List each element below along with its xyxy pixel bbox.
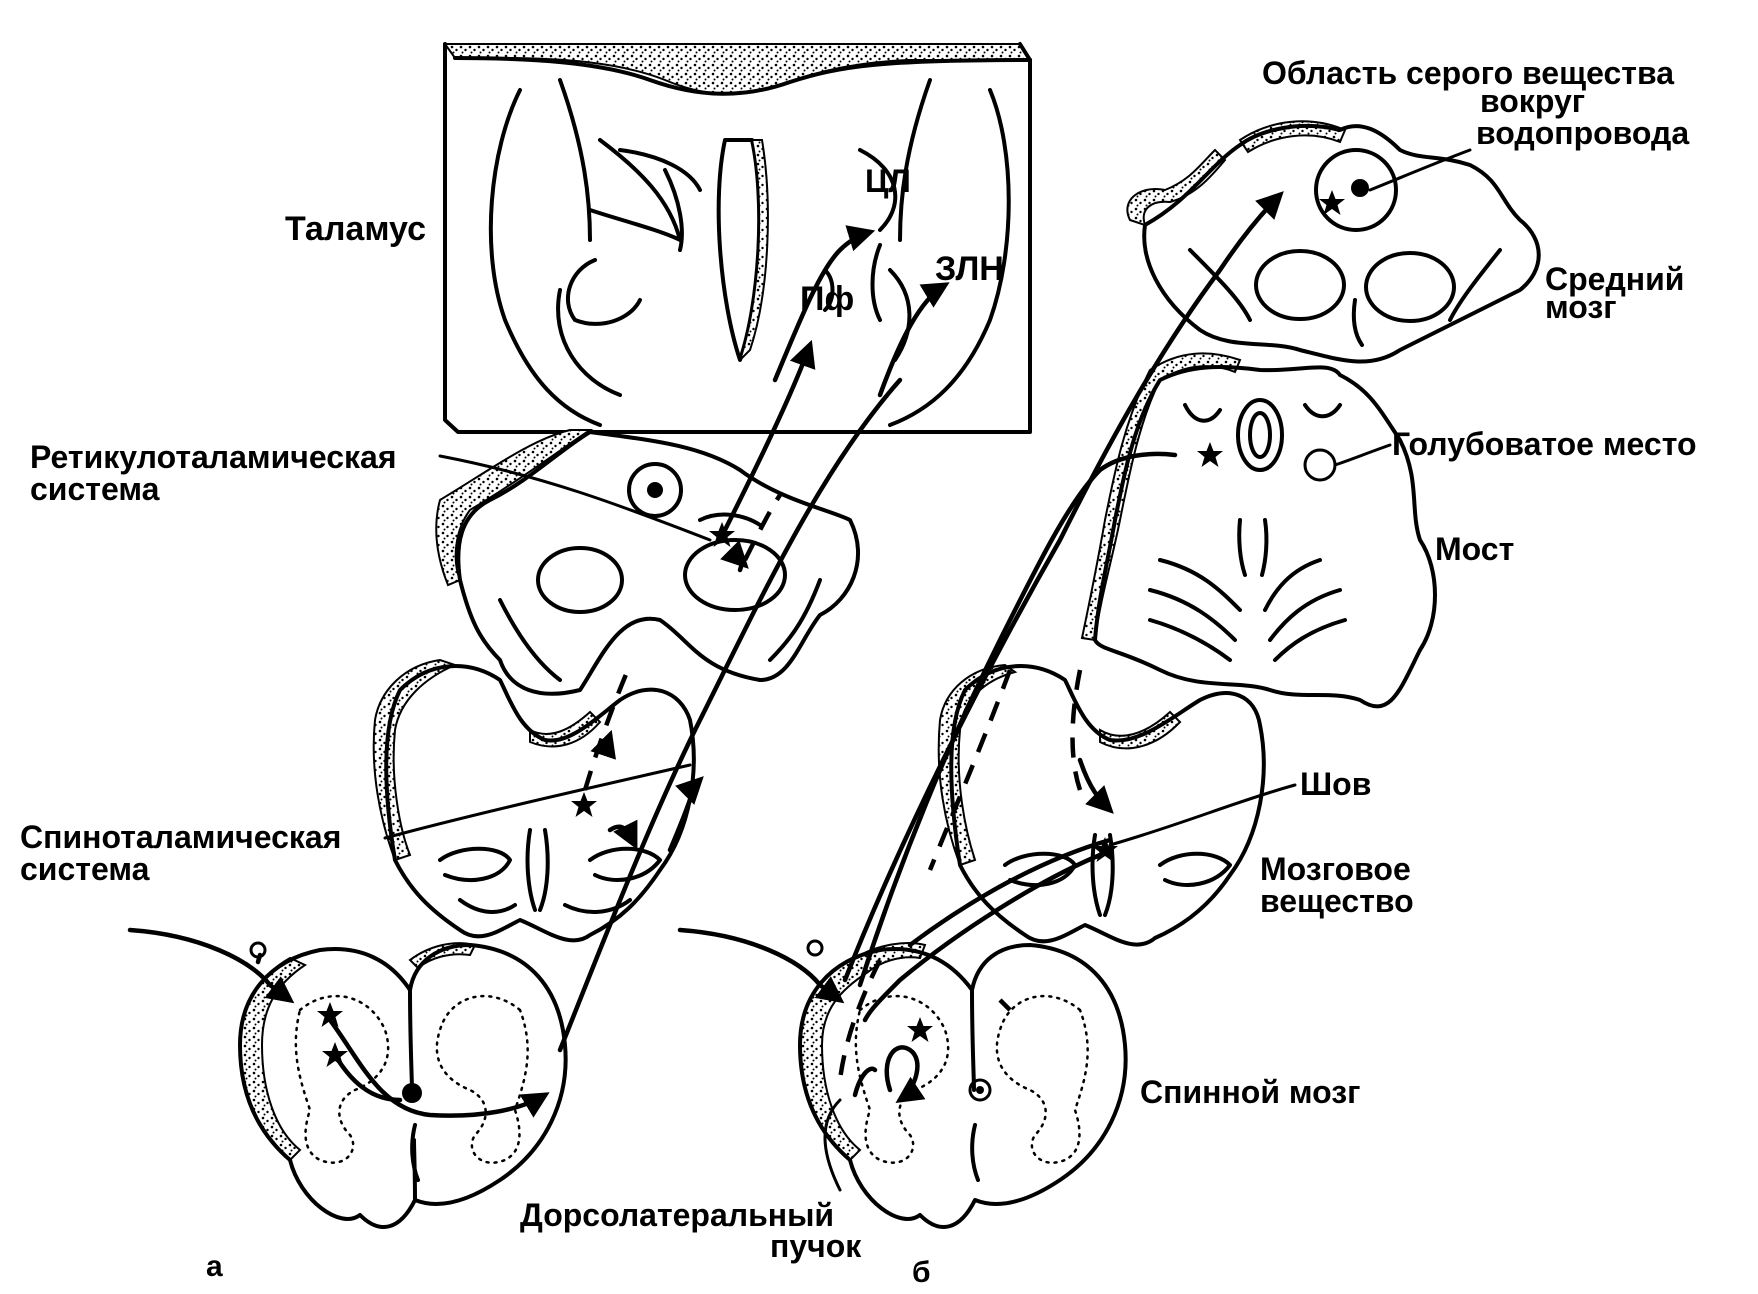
spinal-cord-label: Спинной мозг — [1140, 1074, 1360, 1110]
pons-label: Мост — [1435, 531, 1514, 567]
neuron-star-icon — [322, 1042, 348, 1067]
pag-label-line1: Область серого вещества — [1262, 55, 1674, 91]
dorsolateral-label-line2: пучок — [770, 1228, 862, 1264]
spinothalamic-tract-long — [557, 377, 903, 1053]
raphe-label: Шов — [1300, 766, 1371, 802]
panel-b-label: б — [912, 1256, 931, 1289]
medulla-section-b — [937, 663, 1266, 947]
spinal-cord-section-b — [798, 942, 1128, 1229]
aqueduct-dot — [1351, 179, 1369, 197]
cl-nucleus-label: ЦЛ — [865, 163, 911, 199]
nucleus-dot — [647, 482, 663, 498]
brainstem-section-a — [435, 429, 860, 696]
dorsolateral-leader — [823, 1098, 842, 1192]
reticulothalamic-tract — [717, 339, 816, 543]
panel-a: Таламус ЦЛ Пф ЗЛН Ретикулоталамическая с… — [20, 42, 1032, 1283]
crossing-fiber-a — [327, 1017, 550, 1118]
spinothalamic-leader — [383, 763, 692, 840]
midbrain-section — [1126, 120, 1541, 364]
pag-label-line3: водопровода — [1476, 115, 1689, 151]
central-canal-dot — [402, 1083, 422, 1103]
reticulothalamic-label-line2: система — [30, 471, 160, 507]
spinothalamic-label-line1: Спиноталамическая — [20, 819, 341, 855]
midbrain-label-line1: Средний — [1545, 261, 1684, 297]
medulla-label-line1: Мозговое — [1260, 851, 1411, 887]
reticulothalamic-label-line1: Ретикулоталамическая — [30, 439, 396, 475]
afferent-fiber-b — [677, 927, 845, 1004]
pons-section — [1080, 352, 1437, 709]
locus-coeruleus-leader — [1333, 443, 1392, 467]
locus-coeruleus-projection — [857, 451, 1178, 988]
reticulothalamic-leader — [438, 454, 712, 542]
neuron-star-icon — [907, 1017, 933, 1042]
ganglion-cell-icon — [806, 939, 824, 957]
panel-b: Область серого вещества вокруг водопрово… — [677, 55, 1696, 1289]
afferent-fiber-a — [127, 927, 295, 1004]
pag-leader — [1368, 148, 1472, 192]
thalamus-label: Таламус — [285, 210, 426, 248]
neuron-star-icon — [571, 792, 597, 817]
zln-nucleus-label: ЗЛН — [935, 250, 1004, 288]
neuron-star-icon — [1197, 442, 1223, 467]
dorsolateral-label-line1: Дорсолатеральный — [520, 1197, 834, 1233]
raphe-spinal-fiber — [862, 852, 1103, 1023]
pag-label-line2: вокруг — [1480, 83, 1585, 119]
midbrain-label-line2: мозг — [1545, 289, 1617, 325]
pag-projection — [842, 191, 1284, 983]
panel-a-label: а — [206, 1250, 223, 1283]
raphe-leader — [1108, 783, 1297, 847]
medulla-label-line2: вещество — [1260, 883, 1414, 919]
spinothalamic-label-line2: система — [20, 851, 150, 887]
medulla-section-a — [372, 658, 696, 943]
thalamus-section — [443, 42, 1032, 434]
spinal-cord-section-a — [238, 942, 568, 1229]
locus-coeruleus-label: Голубоватое место — [1392, 426, 1696, 462]
